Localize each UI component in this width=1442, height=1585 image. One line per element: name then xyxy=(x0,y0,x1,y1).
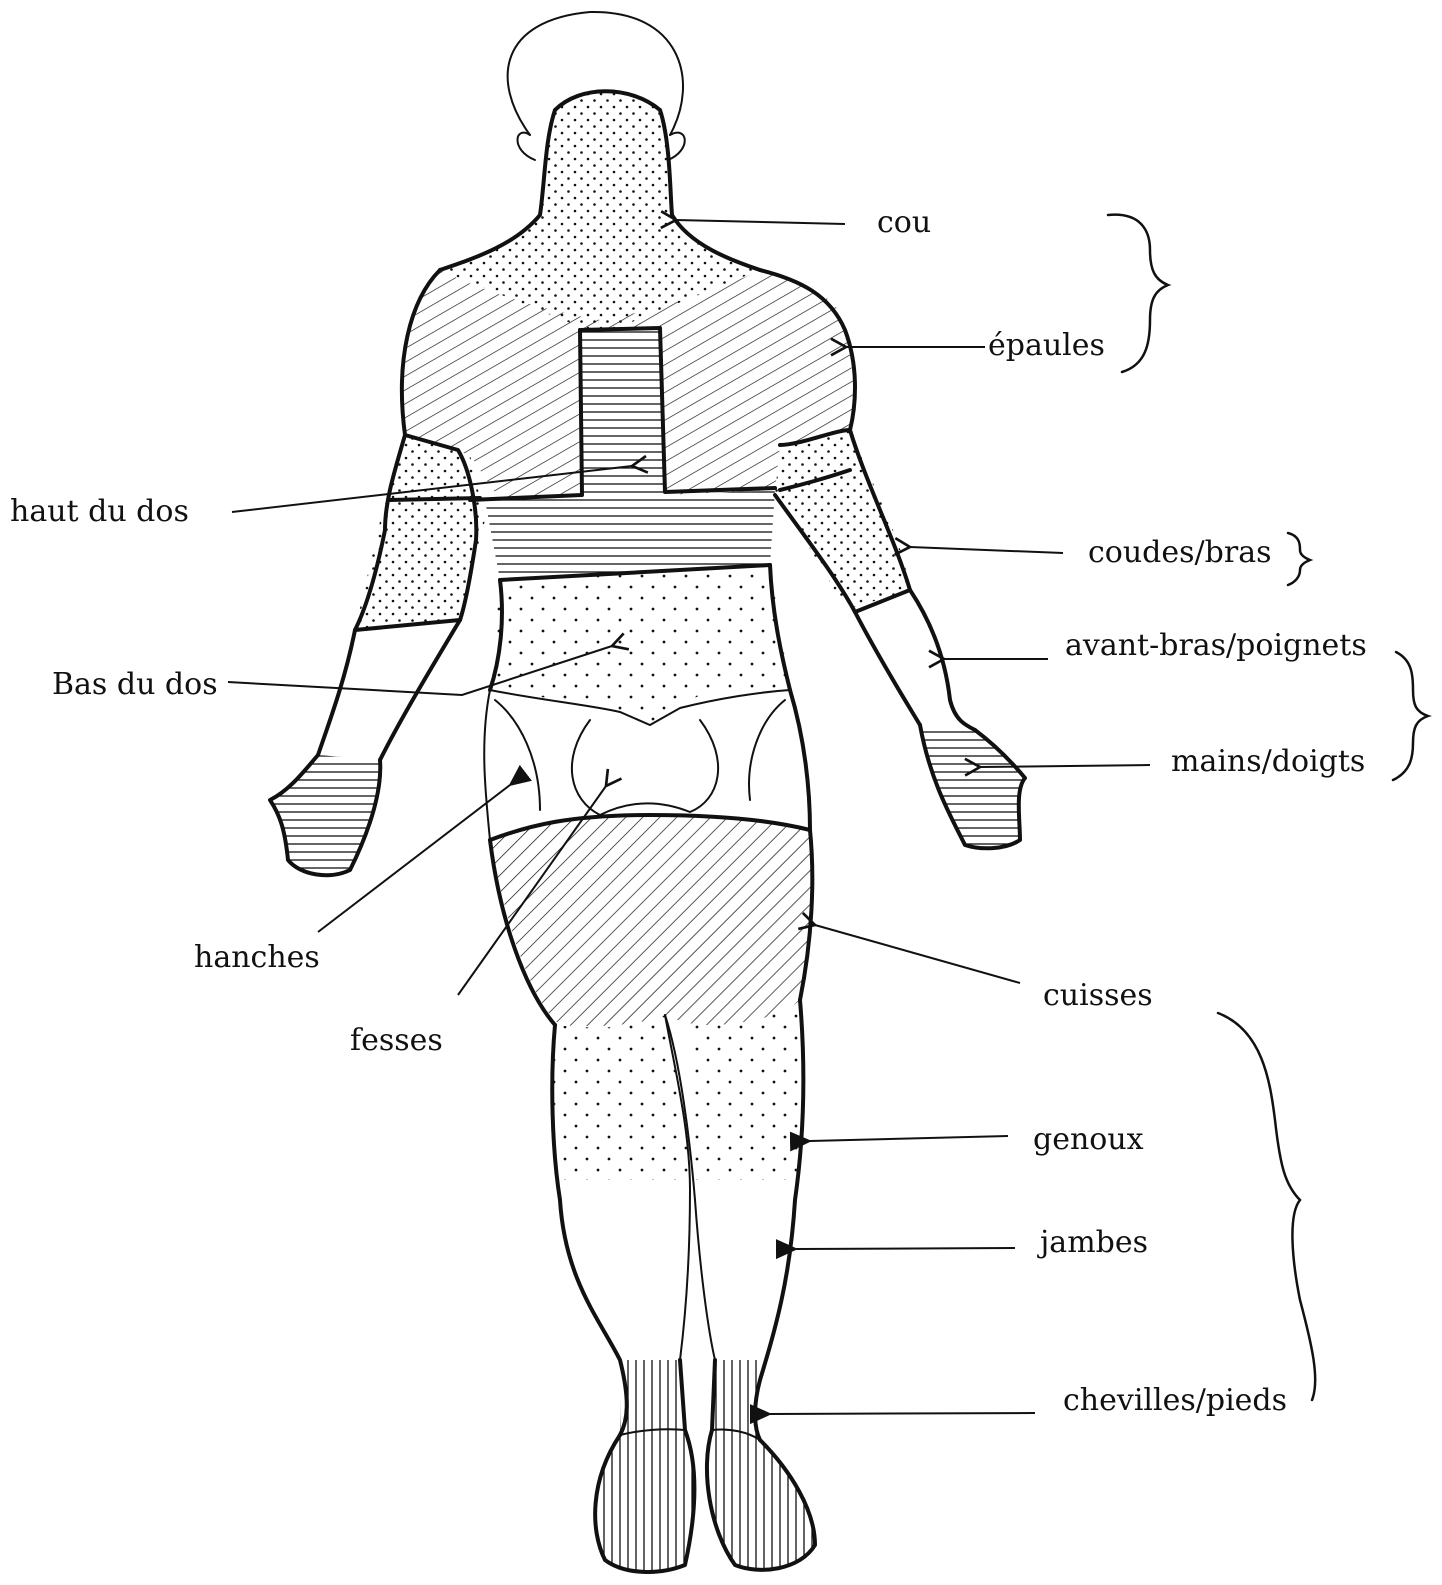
label-hanches: hanches xyxy=(194,940,320,975)
brace-elbows xyxy=(1288,533,1310,585)
leader-chevilles xyxy=(770,1413,1035,1414)
label-epaules: épaules xyxy=(988,328,1105,363)
label-chevilles-pieds: chevilles/pieds xyxy=(1063,1383,1287,1418)
region-knee-right xyxy=(688,1000,803,1180)
region-thighs xyxy=(490,815,812,1026)
label-mains-doigts: mains/doigts xyxy=(1171,744,1365,779)
label-haut-du-dos: haut du dos xyxy=(10,494,189,529)
leader-cou xyxy=(676,220,845,224)
label-coudes-bras: coudes/bras xyxy=(1088,535,1271,570)
brace-forearms-hands xyxy=(1393,652,1428,780)
braces xyxy=(1108,215,1428,1400)
leader-coudes xyxy=(910,547,1063,553)
leader-jambes xyxy=(796,1248,1015,1249)
body-figure xyxy=(270,12,1025,1572)
left-ear xyxy=(518,133,536,160)
brace-neck-shoulders xyxy=(1108,215,1168,372)
label-cou: cou xyxy=(877,205,931,240)
region-foot-right xyxy=(707,1360,815,1570)
right-ear xyxy=(668,133,685,160)
label-cuisses: cuisses xyxy=(1043,978,1153,1013)
leader-genoux xyxy=(810,1136,1008,1141)
region-lower-back xyxy=(490,565,790,725)
label-jambes: jambes xyxy=(1037,1225,1148,1260)
label-fesses: fesses xyxy=(350,1023,443,1058)
brace-legs xyxy=(1218,1013,1315,1400)
region-foot-left xyxy=(595,1360,694,1572)
label-bas-du-dos: Bas du dos xyxy=(52,667,218,702)
label-genoux: genoux xyxy=(1033,1122,1144,1157)
leader-cuisses xyxy=(815,925,1020,983)
label-avant-bras-poignets: avant-bras/poignets xyxy=(1065,628,1367,663)
